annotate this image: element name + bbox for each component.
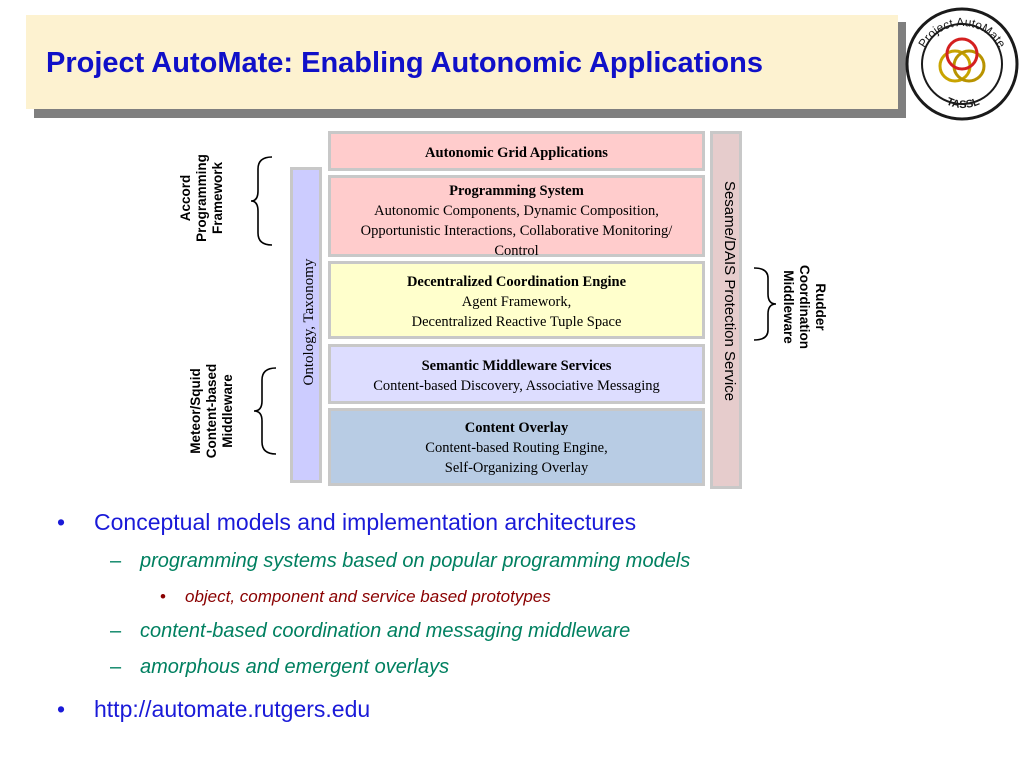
- sesame-protection-bar: Sesame/DAIS Protection Service: [710, 131, 742, 489]
- bullet-text: programming systems based on popular pro…: [140, 550, 691, 572]
- bullet-dot: •: [57, 509, 66, 535]
- layer-title: Content Overlay: [464, 420, 569, 436]
- layer-line: Decentralized Reactive Tuple Space: [411, 314, 622, 330]
- bullet-level2: –content-based coordination and messagin…: [110, 620, 630, 643]
- layer-title: Programming System: [449, 183, 584, 199]
- rudder-label-line: Coordination: [797, 265, 812, 349]
- layer-line: Control: [494, 243, 539, 259]
- layer-title: Decentralized Coordination Engine: [406, 274, 627, 290]
- rudder-brace: [753, 267, 777, 341]
- bullet-text: amorphous and emergent overlays: [140, 656, 450, 678]
- bullet-level2: –amorphous and emergent overlays: [110, 656, 449, 679]
- layer-autonomic-grid-applications: Autonomic Grid Applications: [328, 131, 705, 171]
- accord-label-line: Framework: [210, 161, 225, 235]
- rudder-label-line: Middleware: [781, 270, 796, 344]
- bullet-level2: –programming systems based on popular pr…: [110, 550, 690, 573]
- layer-line: Content-based Routing Engine,: [425, 440, 608, 456]
- sesame-label: Sesame/DAIS Protection Service: [721, 180, 738, 402]
- automate-logo: Project AutoMate TASSL: [905, 7, 1019, 121]
- layer-content-overlay: Content Overlay Content-based Routing En…: [328, 408, 705, 486]
- ontology-label: Ontology, Taxonomy: [301, 258, 317, 386]
- bullet-text: content-based coordination and messaging…: [140, 620, 631, 642]
- url-link[interactable]: http://automate.rutgers.edu: [94, 696, 371, 722]
- rudder-label: Rudder Coordination Middleware: [775, 237, 831, 377]
- accord-brace: [250, 156, 273, 246]
- title-banner: Project AutoMate: Enabling Autonomic App…: [26, 15, 898, 109]
- bullet-dash: –: [110, 620, 122, 642]
- meteor-brace: [253, 367, 277, 455]
- layer-title: Semantic Middleware Services: [421, 358, 612, 374]
- layer-line: Content-based Discovery, Associative Mes…: [373, 378, 660, 394]
- layer-line: Self-Organizing Overlay: [444, 460, 589, 476]
- meteor-label-line: Content-based: [204, 363, 219, 459]
- layer-decentralized-coordination-engine: Decentralized Coordination Engine Agent …: [328, 261, 705, 339]
- page-title: Project AutoMate: Enabling Autonomic App…: [46, 47, 763, 79]
- meteor-label-line: Middleware: [220, 374, 235, 448]
- accord-label: Accord Programming Framework: [175, 128, 231, 268]
- layer-title: Autonomic Grid Applications: [425, 145, 608, 161]
- bullet-level3: • object, component and service based pro…: [160, 587, 551, 607]
- logo-bottom-text: TASSL: [945, 96, 982, 111]
- layer-line: Autonomic Components, Dynamic Compositio…: [374, 203, 659, 219]
- bullet-text: object, component and service based prot…: [185, 587, 551, 606]
- bullet-level1: • http://automate.rutgers.edu: [57, 696, 370, 723]
- accord-label-line: Programming: [194, 154, 209, 242]
- bullet-text: Conceptual models and implementation arc…: [94, 509, 637, 535]
- layer-line: Opportunistic Interactions, Collaborativ…: [360, 223, 673, 239]
- bullet-dash: –: [110, 656, 122, 678]
- meteor-label: Meteor/Squid Content-based Middleware: [185, 341, 241, 481]
- layer-line: Agent Framework,: [461, 294, 572, 310]
- bullet-dot: •: [160, 587, 166, 606]
- bullet-dot: •: [57, 696, 66, 722]
- rudder-label-line: Rudder: [813, 283, 828, 331]
- accord-label-line: Accord: [178, 174, 193, 222]
- bullet-level1: • Conceptual models and implementation ar…: [57, 509, 636, 536]
- ontology-taxonomy-bar: Ontology, Taxonomy: [290, 167, 322, 483]
- layer-programming-system: Programming System Autonomic Components,…: [328, 175, 705, 259]
- bullet-dash: –: [110, 550, 122, 572]
- meteor-label-line: Meteor/Squid: [188, 368, 203, 454]
- layer-semantic-middleware-services: Semantic Middleware Services Content-bas…: [328, 344, 705, 404]
